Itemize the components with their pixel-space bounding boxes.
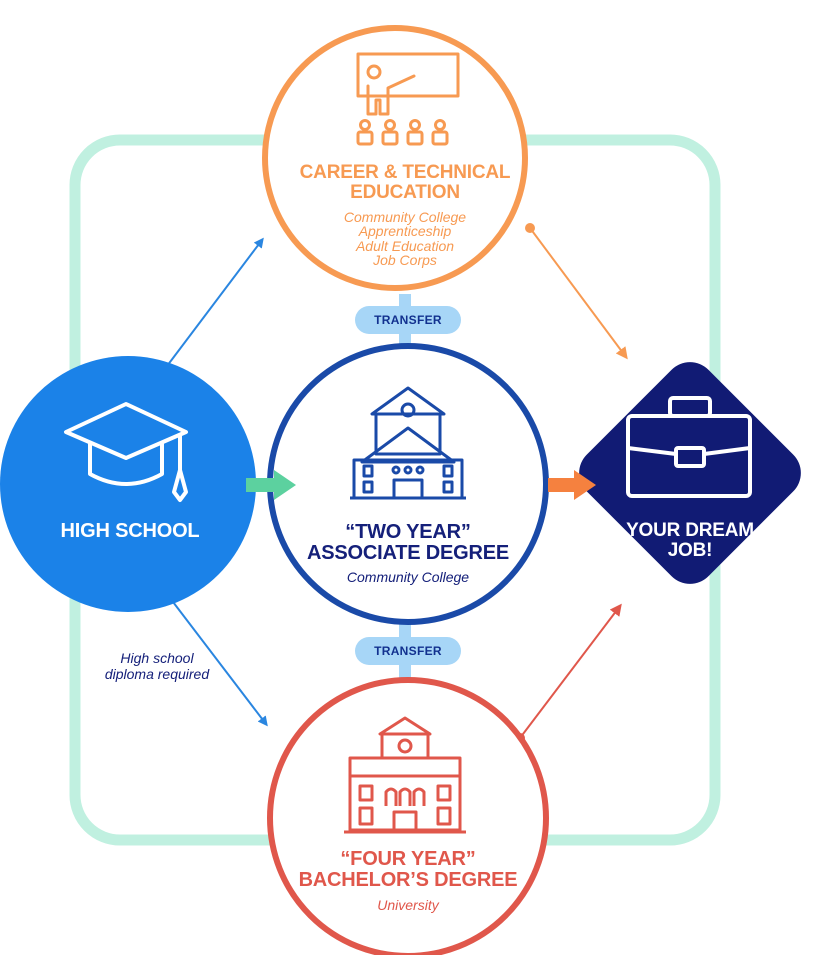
connector-highschool-to-career bbox=[159, 237, 264, 375]
diploma-required-note: High school diploma required bbox=[82, 650, 232, 682]
teacher-presentation-icon bbox=[356, 52, 460, 146]
career-options-list: Community College Apprenticeship Adult E… bbox=[305, 210, 505, 267]
dream-job-title-line2: JOB! bbox=[667, 539, 713, 561]
arrow-highschool-to-associate bbox=[246, 470, 296, 500]
transfer-label-bottom: TRANSFER bbox=[355, 637, 461, 665]
bachelor-subtitle: University bbox=[377, 897, 439, 913]
career-option-job-corps: Job Corps bbox=[373, 251, 437, 268]
bachelor-title-line1: “FOUR YEAR” bbox=[340, 848, 476, 870]
connector-bachelor-to-job bbox=[515, 603, 622, 743]
career-education-circle bbox=[262, 25, 528, 291]
high-school-title: HIGH SCHOOL bbox=[60, 520, 200, 542]
graduation-cap-icon bbox=[64, 402, 188, 502]
dream-job-title: YOUR DREAM JOB! bbox=[610, 521, 770, 561]
bachelor-degree-circle bbox=[267, 677, 549, 955]
associate-subtitle: Community College bbox=[346, 569, 470, 585]
bachelor-title-line2: BACHELOR’S DEGREE bbox=[298, 869, 518, 891]
career-title: CAREER & TECHNICAL EDUCATION bbox=[245, 163, 565, 203]
dream-job-title-line1: YOUR DREAM bbox=[626, 520, 754, 541]
university-building-icon bbox=[344, 716, 466, 834]
diploma-note-line1: High school bbox=[120, 650, 194, 666]
diploma-note-line2: diploma required bbox=[104, 666, 210, 683]
briefcase-icon bbox=[626, 396, 752, 498]
career-title-line2: EDUCATION bbox=[350, 181, 460, 203]
community-college-building-icon bbox=[350, 386, 466, 500]
career-option-community-college: Community College bbox=[343, 209, 467, 225]
connector-career-to-job bbox=[525, 223, 628, 360]
career-option-adult-education: Adult Education bbox=[355, 237, 455, 254]
associate-title: “TWO YEAR” ASSOCIATE DEGREE bbox=[270, 522, 546, 564]
arrow-associate-to-job bbox=[548, 470, 596, 500]
career-option-apprenticeship: Apprenticeship bbox=[358, 223, 452, 240]
associate-title-line1: “TWO YEAR” bbox=[345, 521, 471, 543]
bachelor-title: “FOUR YEAR” BACHELOR’S DEGREE bbox=[270, 849, 546, 891]
transfer-label-top: TRANSFER bbox=[355, 306, 461, 334]
associate-title-line2: ASSOCIATE DEGREE bbox=[306, 542, 509, 564]
career-title-line1: CAREER & TECHNICAL bbox=[299, 162, 511, 183]
